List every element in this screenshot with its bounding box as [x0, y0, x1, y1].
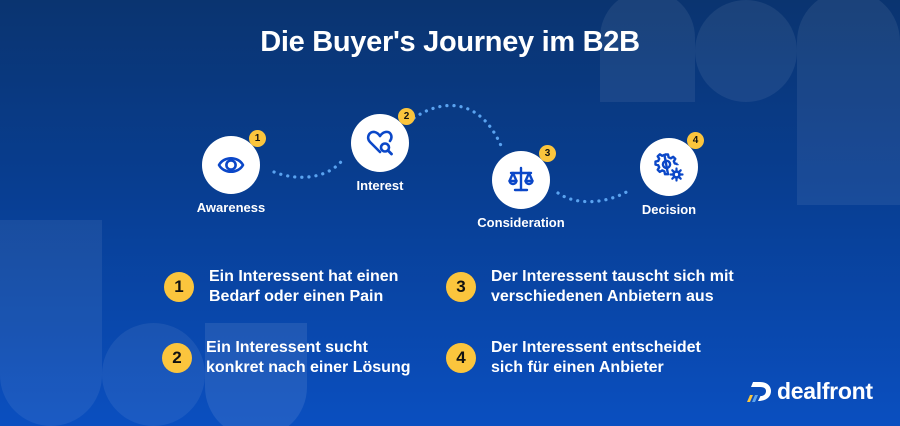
step-awareness: 1 Awareness [161, 130, 301, 215]
step-label: Consideration [477, 215, 565, 230]
bg-shape-circle [695, 0, 797, 102]
bg-shape-tall-arch [797, 0, 900, 205]
list-item-4: 4 Der Interessent entscheidet sich für e… [446, 338, 701, 378]
step-badge: 2 [398, 108, 415, 125]
item-text: Ein Interessent sucht konkret nach einer… [206, 339, 411, 376]
item-number-badge: 3 [446, 272, 476, 302]
step-label: Awareness [196, 200, 266, 215]
list-item-2: 2 Ein Interessent sucht konkret nach ein… [162, 338, 410, 378]
list-item-3: 3 Der Interessent tauscht sich mit versc… [446, 267, 734, 307]
eye-icon [217, 156, 245, 174]
step-badge: 4 [687, 132, 704, 149]
step-consideration: 3 Consideration [451, 145, 591, 230]
step-circle: 1 [202, 130, 266, 194]
step-badge: 3 [539, 145, 556, 162]
list-item-1: 1 Ein Interessent hat einen Bedarf oder … [164, 267, 398, 307]
bg-shape-circle-bottom [102, 323, 205, 426]
scale-icon [508, 166, 534, 192]
gears-icon [654, 153, 684, 182]
bg-shape-arch-bottom [205, 323, 307, 426]
item-text: Der Interessent tauscht sich mit verschi… [491, 268, 734, 305]
item-text: Ein Interessent hat einen Bedarf oder ei… [209, 268, 399, 305]
bg-shape-arch [600, 0, 695, 102]
step-circle: 3 [492, 145, 556, 209]
step-badge: 1 [249, 130, 266, 147]
bg-shape-tall-arch-bottom [0, 220, 102, 426]
dealfront-logo-icon [747, 381, 771, 402]
brand-name: dealfront [777, 378, 873, 404]
item-text: Der Interessent entscheidet sich für ein… [491, 339, 701, 376]
heart-search-icon [366, 130, 393, 156]
item-number-badge: 1 [164, 272, 194, 302]
step-circle: 2 [351, 108, 415, 172]
step-circle: 4 [640, 132, 704, 196]
step-interest: 2 Interest [310, 108, 450, 193]
step-label: Decision [641, 202, 697, 217]
item-number-badge: 4 [446, 343, 476, 373]
step-decision: 4 Decision [599, 132, 739, 217]
item-number-badge: 2 [162, 343, 192, 373]
brand-logo: dealfront [745, 378, 873, 405]
page-title: Die Buyer's Journey im B2B [260, 26, 640, 58]
step-label: Interest [356, 178, 404, 193]
